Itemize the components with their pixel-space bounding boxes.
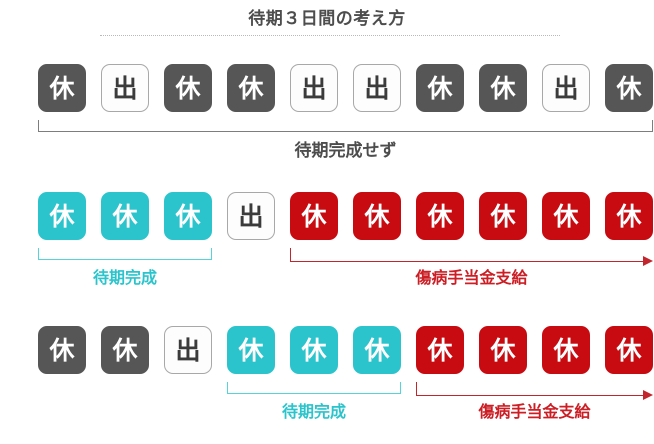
day-cell-red-rest: 休 bbox=[353, 192, 401, 240]
day-cell-gray-rest: 休 bbox=[38, 326, 86, 374]
day-cell-white-work: 出 bbox=[227, 192, 275, 240]
benefit-arrow bbox=[416, 382, 653, 400]
day-cell-red-rest: 休 bbox=[479, 326, 527, 374]
arrow-start-tick bbox=[290, 248, 291, 262]
annotation-caption: 待期完成 bbox=[281, 402, 346, 421]
span-bracket-cyan bbox=[38, 248, 212, 260]
day-cell-red-rest: 休 bbox=[542, 326, 590, 374]
annotation-caption: 傷病手当金支給 bbox=[415, 268, 528, 287]
arrow-line bbox=[416, 395, 643, 396]
annotation-caption: 待期完成 bbox=[92, 268, 157, 287]
day-cell-white-work: 出 bbox=[542, 64, 590, 112]
day-cell-cyan-rest: 休 bbox=[164, 192, 212, 240]
day-cell-white-work: 出 bbox=[353, 64, 401, 112]
day-cell-red-rest: 休 bbox=[479, 192, 527, 240]
arrow-start-tick bbox=[416, 382, 417, 396]
day-cell-cyan-rest: 休 bbox=[227, 326, 275, 374]
day-cell-gray-rest: 休 bbox=[416, 64, 464, 112]
day-cell-white-work: 出 bbox=[290, 64, 338, 112]
annotation-caption: 傷病手当金支給 bbox=[478, 402, 591, 421]
day-cell-white-work: 出 bbox=[164, 326, 212, 374]
day-cell-red-rest: 休 bbox=[605, 192, 653, 240]
day-cell-cyan-rest: 休 bbox=[290, 326, 338, 374]
day-cell-gray-rest: 休 bbox=[479, 64, 527, 112]
row-2-waiting-completed-then-benefit: 休休休出休休休休休休 bbox=[38, 192, 653, 240]
day-cell-gray-rest: 休 bbox=[101, 326, 149, 374]
day-cell-cyan-rest: 休 bbox=[101, 192, 149, 240]
row-3-waiting-completed-after-work-day: 休休出休休休休休休休 bbox=[38, 326, 653, 374]
arrow-head-icon bbox=[643, 256, 653, 266]
day-cell-cyan-rest: 休 bbox=[38, 192, 86, 240]
span-bracket-cyan bbox=[227, 382, 401, 394]
day-cell-white-work: 出 bbox=[101, 64, 149, 112]
annotation-caption: 待期完成せず bbox=[294, 141, 397, 161]
day-cell-gray-rest: 休 bbox=[605, 64, 653, 112]
day-cell-red-rest: 休 bbox=[605, 326, 653, 374]
row-1-waiting-not-completed: 休出休休出出休休出休 bbox=[38, 64, 653, 112]
day-cell-gray-rest: 休 bbox=[164, 64, 212, 112]
arrow-head-icon bbox=[643, 390, 653, 400]
benefit-arrow bbox=[290, 248, 653, 266]
title-divider bbox=[100, 35, 560, 36]
day-cell-gray-rest: 休 bbox=[227, 64, 275, 112]
span-bracket-gray bbox=[38, 120, 653, 132]
day-cell-gray-rest: 休 bbox=[38, 64, 86, 112]
arrow-line bbox=[290, 261, 643, 262]
day-cell-red-rest: 休 bbox=[542, 192, 590, 240]
day-cell-red-rest: 休 bbox=[416, 192, 464, 240]
page-title: 待期３日間の考え方 bbox=[248, 9, 406, 29]
day-cell-cyan-rest: 休 bbox=[353, 326, 401, 374]
day-cell-red-rest: 休 bbox=[416, 326, 464, 374]
day-cell-red-rest: 休 bbox=[290, 192, 338, 240]
